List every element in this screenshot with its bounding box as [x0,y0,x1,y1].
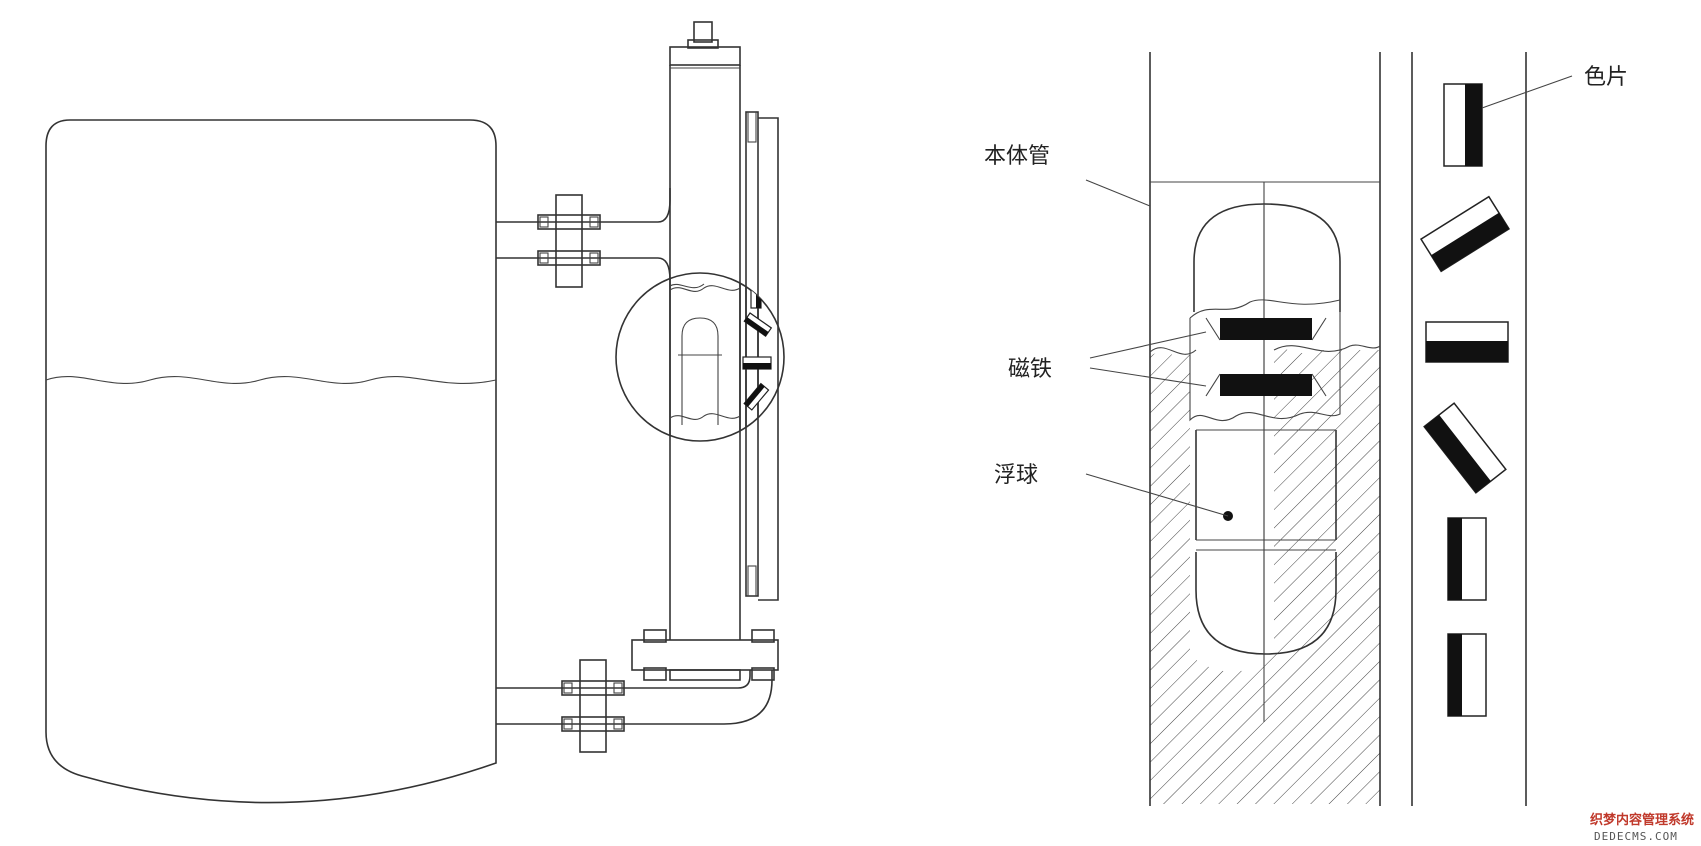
label-float-ball: 浮球 [994,463,1038,488]
watermark: 织梦内容管理系统 DEDECMS.COM [1590,812,1694,843]
tank-assembly [45,21,785,804]
magnet-upper [1220,318,1312,340]
zoom-detail-circle [615,272,785,442]
color-flap-6 [1447,633,1487,717]
color-flap-3 [1425,321,1509,363]
label-magnet: 磁铁 [1008,357,1052,382]
label-color-flap: 色片 [1584,65,1628,90]
color-flap-5 [1447,517,1487,601]
gauge-chamber [631,21,779,681]
color-flap-1 [1443,83,1483,167]
svg-text:DEDECMS.COM: DEDECMS.COM [1594,830,1678,843]
label-body-tube: 本体管 [984,144,1050,169]
tank-liquid-surface [45,376,497,384]
magnet-lower [1220,374,1312,396]
color-flap-4 [1423,402,1507,494]
lower-connection [496,659,773,753]
svg-text:织梦内容管理系统: 织梦内容管理系统 [1590,812,1694,828]
detail-view: 本体管 色片 磁铁 浮球 [984,52,1628,806]
color-flap-2 [1419,195,1511,273]
tank-body [45,119,497,804]
float-ball [1189,203,1341,655]
lower-flange [579,659,607,753]
body-tube [1149,52,1381,806]
leader-lines [1085,75,1573,517]
upper-connection [496,188,671,288]
indicator-strip [745,111,759,597]
upper-flange [555,194,583,288]
indicator-column [1411,52,1527,806]
